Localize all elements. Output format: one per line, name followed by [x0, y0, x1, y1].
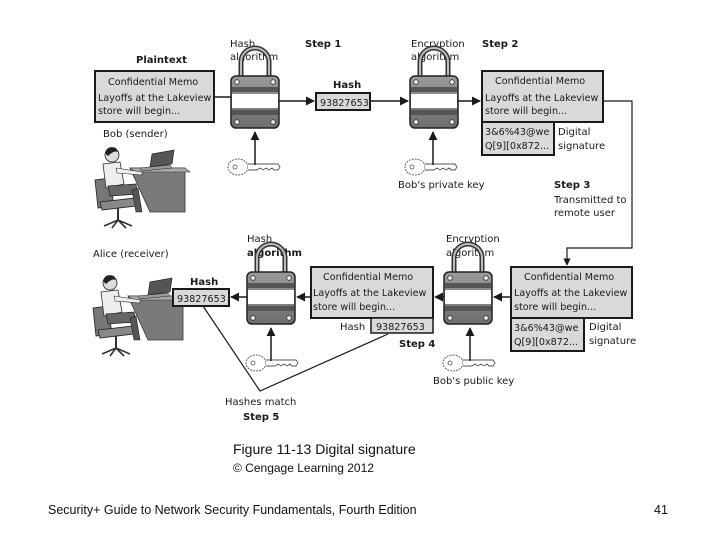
- hash-algorithm-label-2: algorithm: [230, 52, 278, 63]
- encryption-algorithm-label-2: algorithm: [411, 52, 459, 63]
- received-memo-line-2: store will begin...: [514, 302, 596, 313]
- memo-line-1: Layoffs at the Lakeview: [98, 93, 211, 104]
- receiver-hash-box: 93827653: [172, 288, 230, 307]
- signature-line-1: 3&6%43@we: [485, 127, 549, 138]
- plaintext-label: Plaintext: [136, 55, 187, 66]
- receiver-encryption-label-1: Encryption: [446, 234, 500, 245]
- digital-signature-label-1: Digital: [558, 127, 590, 138]
- copyright-notice: © Cengage Learning 2012: [233, 461, 374, 475]
- public-key-icon: [442, 354, 496, 372]
- hash-algorithm-label-1: Hash: [230, 39, 255, 50]
- digital-signature-box: 3&6%43@we Q[9][0x872...: [481, 121, 555, 156]
- receiver-memo-line-2: store will begin...: [313, 302, 395, 313]
- hash-compare-lines: [202, 305, 389, 392]
- signature-line-2: Q[9][0x872...: [485, 141, 549, 152]
- private-key-label: Bob's private key: [398, 180, 485, 191]
- hash-value-box: 93827653: [315, 92, 371, 111]
- transmitted-label-2: remote user: [554, 208, 616, 219]
- decrypted-hash-box: 93827653: [370, 317, 434, 334]
- step-3-label: Step 3: [554, 180, 590, 191]
- received-signature-label-2: signature: [589, 336, 636, 347]
- receiver-memo-title: Confidential Memo: [323, 272, 413, 283]
- receiver-key-icon: [245, 354, 299, 372]
- received-signature-label-1: Digital: [589, 322, 621, 333]
- alice-receiver-label: Alice (receiver): [93, 249, 169, 260]
- hash-label: Hash: [333, 80, 361, 91]
- received-signature-line-1: 3&6%43@we: [514, 323, 578, 334]
- receiver-hash-algorithm-label-1: Hash: [247, 234, 272, 245]
- transmitted-label-1: Transmitted to: [553, 195, 627, 206]
- signed-memo-box: Confidential Memo Layoffs at the Lakevie…: [481, 70, 604, 123]
- bob-sender-label: Bob (sender): [103, 129, 168, 140]
- step-4-label: Step 4: [399, 339, 435, 350]
- receiver-encryption-label-2: algorithm: [446, 248, 494, 259]
- key-icon: [227, 158, 281, 176]
- hashes-match-label: Hashes match: [225, 397, 296, 408]
- received-memo-box: Confidential Memo Layoffs at the Lakevie…: [510, 266, 633, 319]
- received-signature-line-2: Q[9][0x872...: [514, 337, 578, 348]
- receiver-memo-box: Confidential Memo Layoffs at the Lakevie…: [310, 266, 434, 319]
- digital-signature-label-2: signature: [558, 141, 605, 152]
- alice-person-icon: [92, 274, 189, 357]
- decrypted-hash-label: Hash: [340, 322, 365, 333]
- decrypted-hash-value: 93827653: [376, 322, 425, 333]
- page-number: 41: [654, 503, 668, 517]
- step-5-label: Step 5: [243, 412, 279, 423]
- bob-person-icon: [94, 146, 191, 229]
- signed-memo-line-2: store will begin...: [485, 106, 567, 117]
- receiver-hash-value: 93827653: [177, 294, 226, 305]
- received-memo-title: Confidential Memo: [524, 272, 614, 283]
- received-signature-box: 3&6%43@we Q[9][0x872...: [510, 317, 585, 352]
- signed-memo-line-1: Layoffs at the Lakeview: [485, 93, 598, 104]
- receiver-memo-line-1: Layoffs at the Lakeview: [313, 288, 426, 299]
- encryption-algorithm-label-1: Encryption: [411, 39, 465, 50]
- signed-memo-title: Confidential Memo: [495, 76, 585, 87]
- step-2-label: Step 2: [482, 39, 518, 50]
- figure-caption: Figure 11-13 Digital signature: [233, 441, 416, 457]
- private-key-icon: [404, 158, 458, 176]
- receiver-hash-algorithm-label-2: algorithm: [247, 248, 302, 259]
- footer-title: Security+ Guide to Network Security Fund…: [48, 503, 417, 517]
- memo-title: Confidential Memo: [108, 77, 198, 88]
- hash-value: 93827653: [320, 98, 369, 109]
- step-1-label: Step 1: [305, 39, 341, 50]
- received-memo-line-1: Layoffs at the Lakeview: [514, 288, 627, 299]
- public-key-label: Bob's public key: [433, 376, 514, 387]
- receiver-hash-label: Hash: [190, 277, 218, 288]
- plaintext-memo-box: Confidential Memo Layoffs at the Lakevie…: [94, 70, 215, 123]
- memo-line-2: store will begin...: [98, 106, 180, 117]
